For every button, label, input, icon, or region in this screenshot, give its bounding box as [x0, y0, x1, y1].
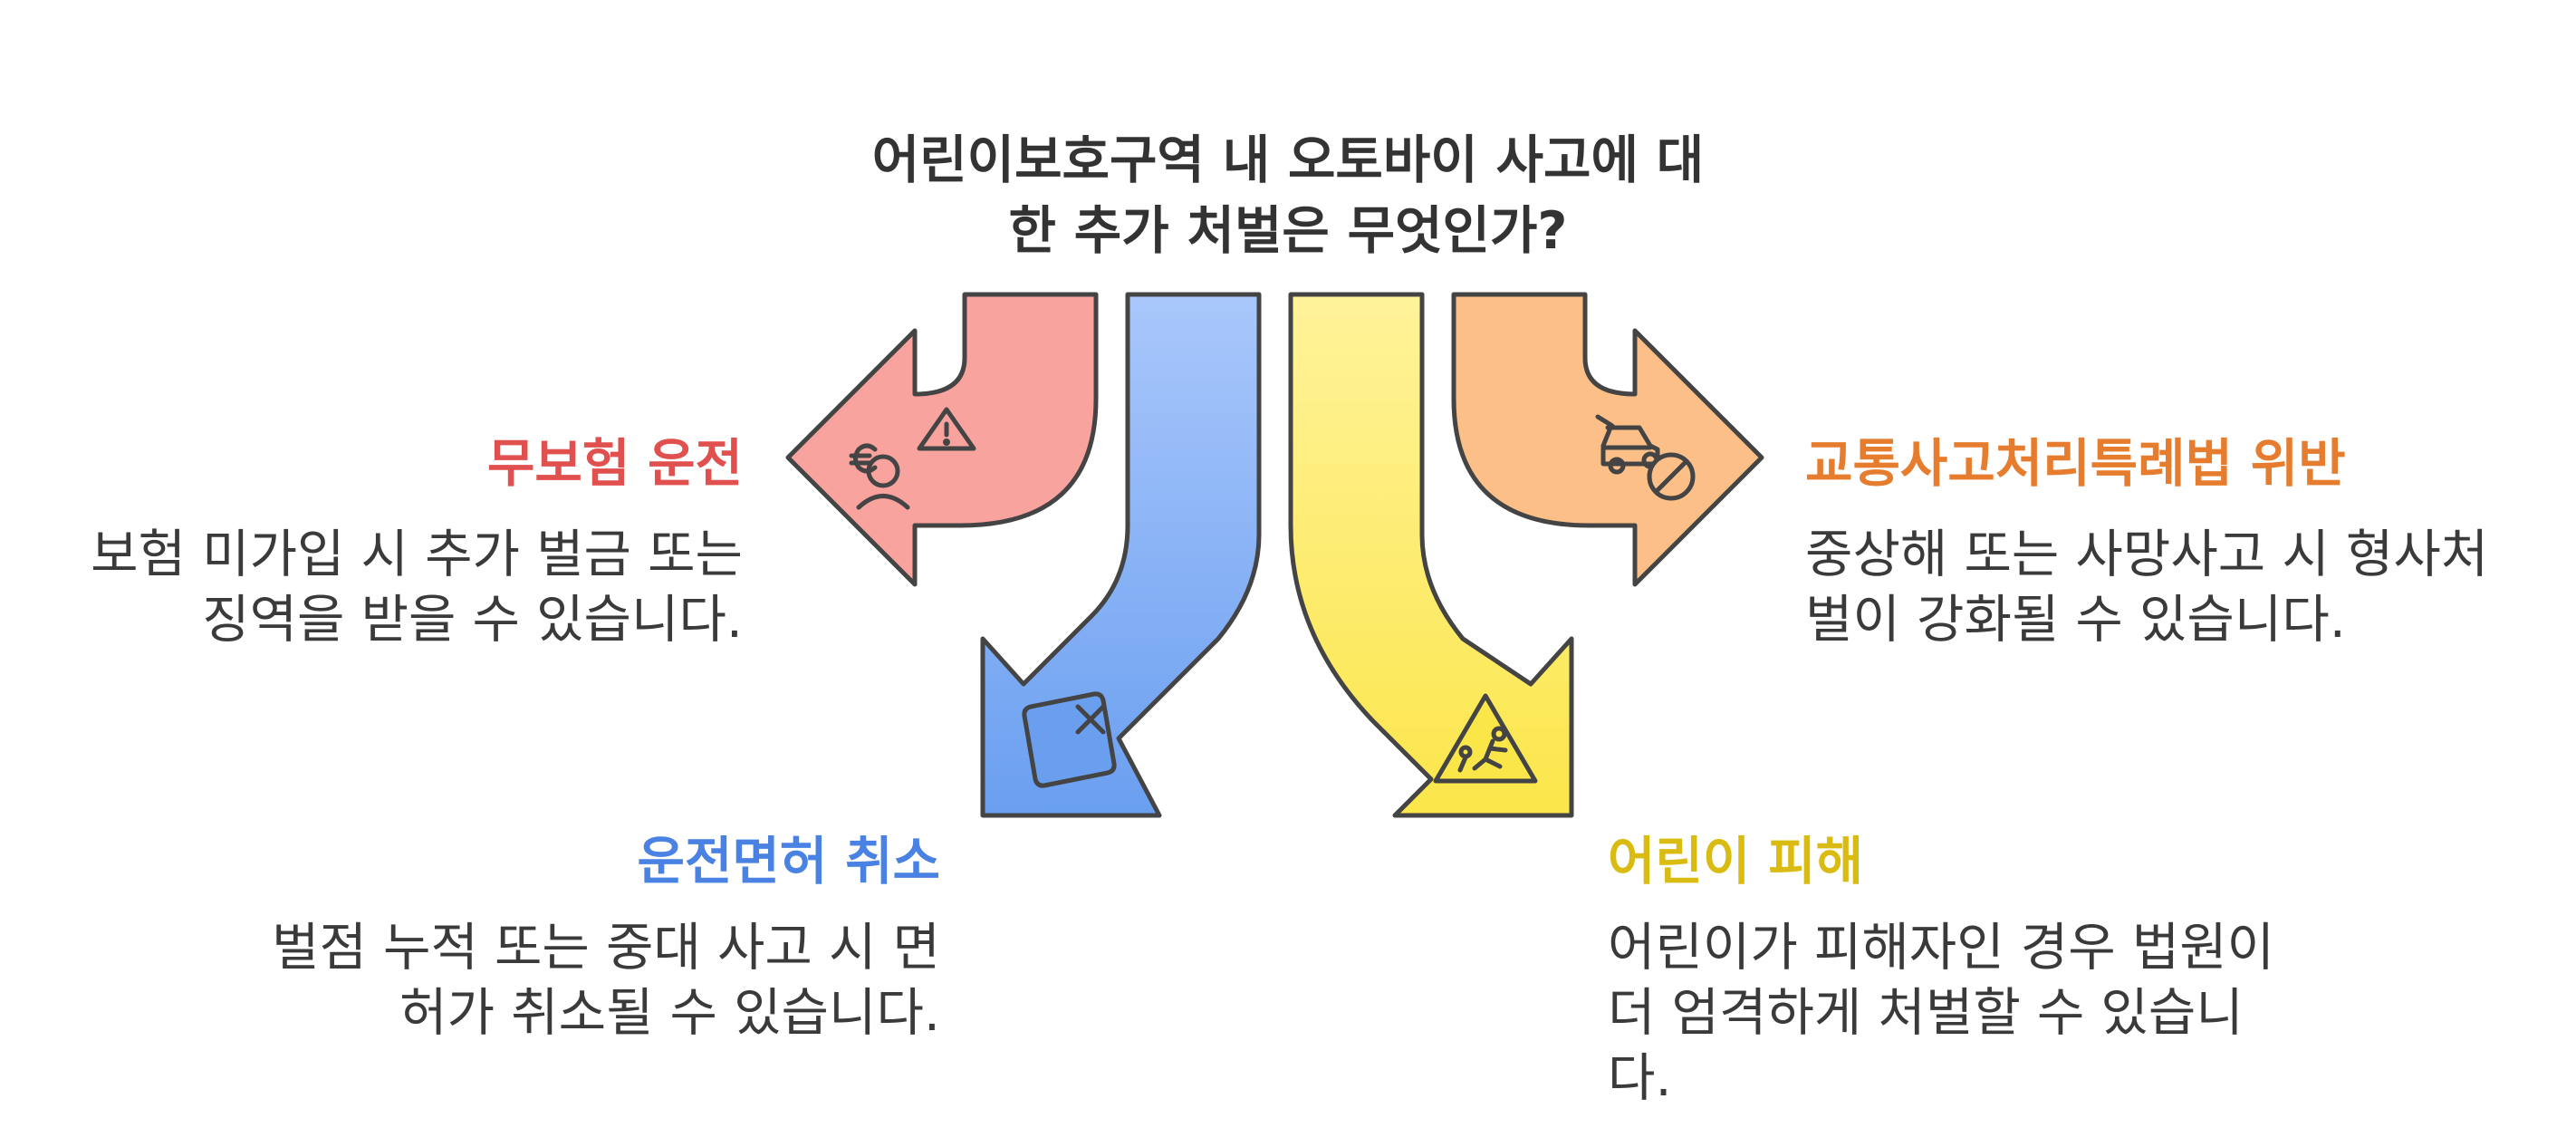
- traffic-accident-act-description: 중상해 또는 사망사고 시 형사처 벌이 강화될 수 있습니다.: [1805, 522, 2488, 652]
- cancelled-license-icon: [1022, 691, 1117, 788]
- yellow-arrow: [1288, 292, 1574, 818]
- child-desc-line-2: 더 엄격하게 처벌할 수 있습니: [1608, 983, 2244, 1043]
- child-desc-line-1: 어린이가 피해자인 경우 법원이: [1608, 918, 2275, 978]
- children-crossing-sign-icon: [1433, 693, 1538, 784]
- child-harm-description: 어린이가 피해자인 경우 법원이 더 엄격하게 처벌할 수 있습니 다.: [1608, 915, 2274, 1111]
- car-prohibited-icon: [1595, 414, 1696, 501]
- red-arrow: [785, 292, 1099, 587]
- license-revocation-heading: 운전면허 취소: [637, 832, 940, 892]
- diagram-title: 어린이보호구역 내 오토바이 사고에 대 한 추가 처벌은 무엇인가?: [745, 125, 1831, 266]
- traffic-desc-line-2: 벌이 강화될 수 있습니다.: [1805, 590, 2346, 650]
- uninsured-desc-line-1: 보험 미가입 시 추가 벌금 또는: [91, 525, 743, 584]
- license-revocation-description: 벌점 누적 또는 중대 사고 시 면 허가 취소될 수 있습니다.: [272, 915, 940, 1046]
- blue-arrow: [980, 292, 1262, 818]
- title-line-1: 어린이보호구역 내 오토바이 사고에 대: [871, 130, 1705, 190]
- license-desc-line-1: 벌점 누적 또는 중대 사고 시 면: [272, 918, 940, 978]
- child-harm-heading: 어린이 피해: [1608, 832, 1864, 892]
- traffic-desc-line-1: 중상해 또는 사망사고 시 형사처: [1805, 525, 2489, 584]
- uninsured-driving-heading: 무보험 운전: [486, 434, 743, 494]
- uninsured-driving-description: 보험 미가입 시 추가 벌금 또는 징역을 받을 수 있습니다.: [91, 522, 743, 652]
- license-desc-line-2: 허가 취소될 수 있습니다.: [399, 983, 940, 1043]
- traffic-accident-act-heading: 교통사고처리특례법 위반: [1805, 434, 2346, 494]
- title-line-2: 한 추가 처벌은 무엇인가?: [1008, 201, 1568, 261]
- child-desc-line-3: 다.: [1608, 1048, 1672, 1108]
- euro-person-warning-icon: [849, 407, 976, 510]
- uninsured-desc-line-2: 징역을 받을 수 있습니다.: [202, 590, 743, 650]
